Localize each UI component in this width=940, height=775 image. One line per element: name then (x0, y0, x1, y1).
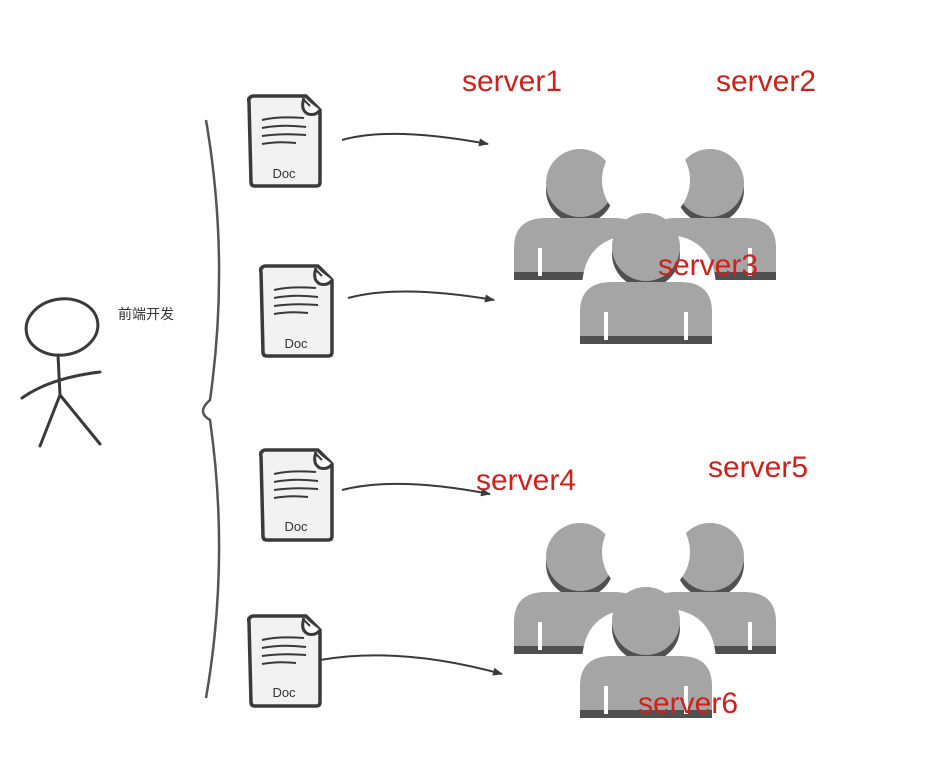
doc-label-1: Doc (272, 166, 296, 181)
doc-label-4: Doc (272, 685, 296, 700)
server-label-4: server4 (476, 464, 577, 497)
server-label-5: server5 (708, 451, 809, 484)
server-label-2: server2 (716, 65, 817, 98)
arrow-2 (347, 290, 495, 303)
arrow-3 (341, 482, 491, 497)
doc-label-3: Doc (284, 519, 308, 534)
server-label-3: server3 (658, 249, 759, 282)
actor-label: 前端开发 (118, 307, 174, 323)
brace (201, 119, 221, 699)
server-label-1: server1 (462, 65, 563, 98)
arrow-1 (341, 132, 489, 147)
server-group-1 (514, 136, 776, 344)
doc-label-2: Doc (284, 336, 308, 351)
stick-figure-actor (20, 297, 102, 448)
server-group-2 (514, 508, 776, 718)
arrow-4 (319, 654, 503, 676)
server-label-6: server6 (638, 687, 739, 720)
